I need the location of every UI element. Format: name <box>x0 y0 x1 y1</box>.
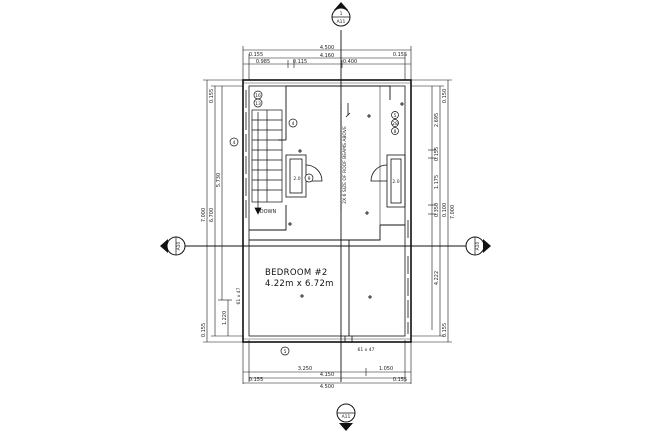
dim-bottom-a: 3.250 <box>298 366 312 372</box>
tag-marker-7: 8 <box>391 127 399 135</box>
section-marker-bottom-sheet: A11 <box>342 414 351 420</box>
section-marker-right[interactable]: A10 <box>465 236 491 256</box>
section-marker-left-sheet: A10 <box>176 241 182 250</box>
dim-top-c: 0.400 <box>343 59 357 65</box>
dim-right-b: 0.155 <box>434 147 440 161</box>
tag-marker-3: 4 <box>288 118 298 128</box>
dim-bottom-b: 1.050 <box>379 366 393 372</box>
section-marker-right-sheet: A10 <box>475 241 481 250</box>
dim-left-b: 5.730 <box>216 173 222 187</box>
tag-marker-5: 5 <box>391 111 399 119</box>
wall-note-left: 61 x 47 <box>236 287 242 304</box>
dimensions-bottom <box>242 340 412 384</box>
section-marker-top-sheet: A11 <box>337 19 346 25</box>
tag-5-label: 5 <box>394 113 397 119</box>
dim-right-c: 1.175 <box>434 175 440 189</box>
dim-left-total: 7.000 <box>201 208 207 222</box>
closet-right <box>370 154 406 208</box>
dim-right-a: 2.695 <box>434 113 440 127</box>
stair <box>251 109 283 215</box>
room-size: 4.22m x 6.72m <box>265 279 334 289</box>
closet-left <box>285 154 323 198</box>
tag-3-label: 4 <box>292 121 295 127</box>
dim-bottom-right: 0.155 <box>393 377 407 383</box>
dim-top-right: 0.155 <box>393 52 407 58</box>
closet-right-label: 2.0 <box>392 179 399 185</box>
dim-left-c: 1.220 <box>222 311 228 325</box>
light-fixtures <box>288 102 404 299</box>
tag-2-label: 13 <box>255 101 261 107</box>
dim-top-outer: 4.500 <box>320 45 334 51</box>
tag-7-label: 8 <box>394 129 397 135</box>
door-opening-bottom <box>344 336 353 342</box>
dim-right-e: 0.350 <box>434 203 440 217</box>
ridge-note: 2X 6 SIZE OF ROOF BEAMS ABOVE <box>342 126 348 204</box>
dim-left-bot: 0.155 <box>201 323 207 337</box>
tag-6-label: 28 <box>392 121 398 127</box>
room-name: BEDROOM #2 <box>265 268 328 278</box>
dim-right-g: 0.155 <box>442 323 448 337</box>
dim-bottom-inner: 4.150 <box>320 372 334 378</box>
dimensions-left <box>203 79 243 343</box>
roof-outline <box>249 85 405 336</box>
tag-marker-8: 9 <box>304 173 314 183</box>
dim-right-f: 4.222 <box>434 271 440 285</box>
dimensions-right <box>411 79 452 343</box>
dim-bottom-left: 0.155 <box>249 377 263 383</box>
stair-label: DOWN <box>260 209 277 215</box>
dim-left-a: 6.700 <box>209 208 215 222</box>
section-marker-left[interactable]: A10 <box>160 236 186 256</box>
tag-marker-4: 4 <box>229 137 239 147</box>
dim-right-total: 7.000 <box>450 205 456 219</box>
dim-top-left: 0.155 <box>249 52 263 58</box>
section-marker-top-num: 1 <box>340 11 343 17</box>
dim-top-a: 0.985 <box>256 59 270 65</box>
tag-4-label: 4 <box>233 140 236 146</box>
wall-note-bottom: 61 x 47 <box>358 347 375 353</box>
tag-marker-1: 16 <box>253 90 263 100</box>
section-marker-bottom[interactable]: A11 <box>336 403 356 431</box>
section-marker-top[interactable]: 1 A11 <box>331 2 351 27</box>
dim-right-d: 0.100 <box>442 203 448 217</box>
dim-left-top: 0.155 <box>209 89 215 103</box>
dim-right-top: 0.150 <box>442 89 448 103</box>
dimensions-top <box>242 46 412 80</box>
tag-1-label: 16 <box>255 93 261 99</box>
ridge-line <box>340 103 351 212</box>
tag-9-label: 5 <box>284 349 287 355</box>
tag-8-label: 9 <box>308 176 311 182</box>
dim-top-b: 0.115 <box>293 59 307 65</box>
tag-marker-9: 5 <box>280 346 290 356</box>
dim-bottom-outer: 4.500 <box>320 384 334 390</box>
closet-left-label: 2.0 <box>293 176 300 182</box>
tag-marker-6: 28 <box>391 119 399 127</box>
tag-marker-2: 13 <box>253 98 263 108</box>
dim-top-inner: 4.160 <box>320 53 334 59</box>
